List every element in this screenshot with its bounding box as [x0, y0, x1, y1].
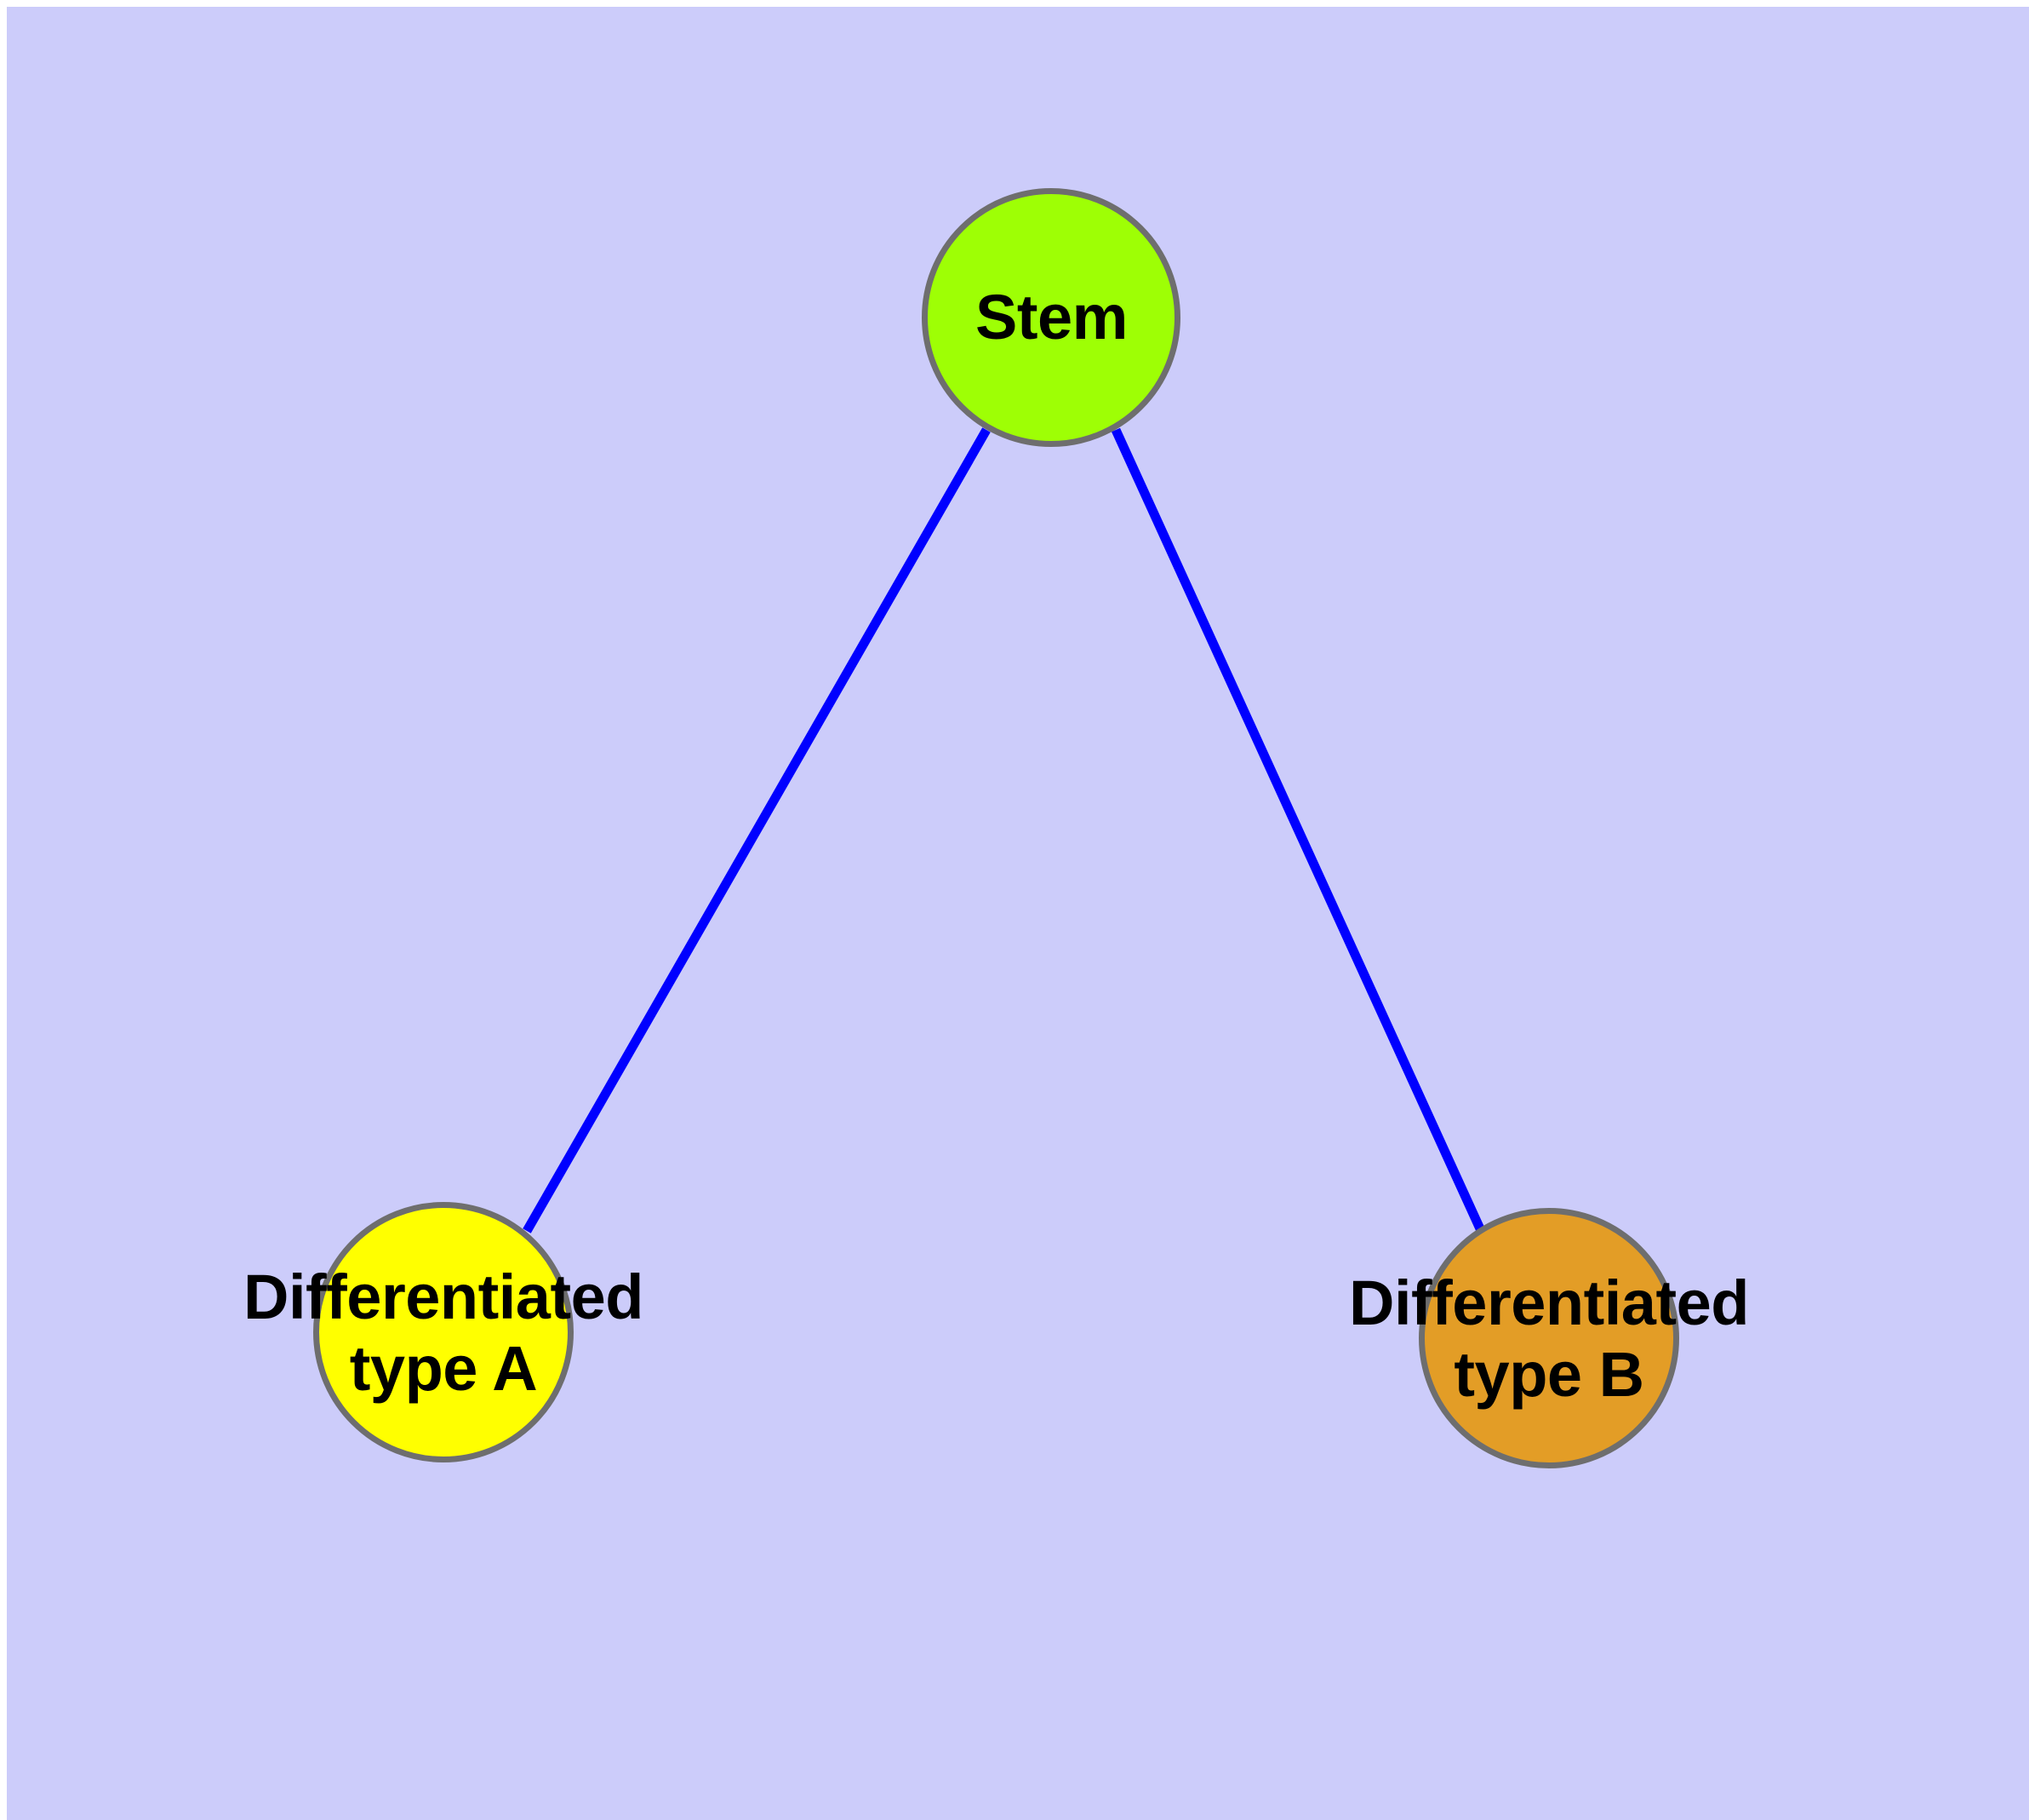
node-stem[interactable] — [922, 188, 1180, 447]
node-diff_a[interactable] — [313, 1202, 574, 1462]
node-diff_b[interactable] — [1419, 1208, 1679, 1468]
